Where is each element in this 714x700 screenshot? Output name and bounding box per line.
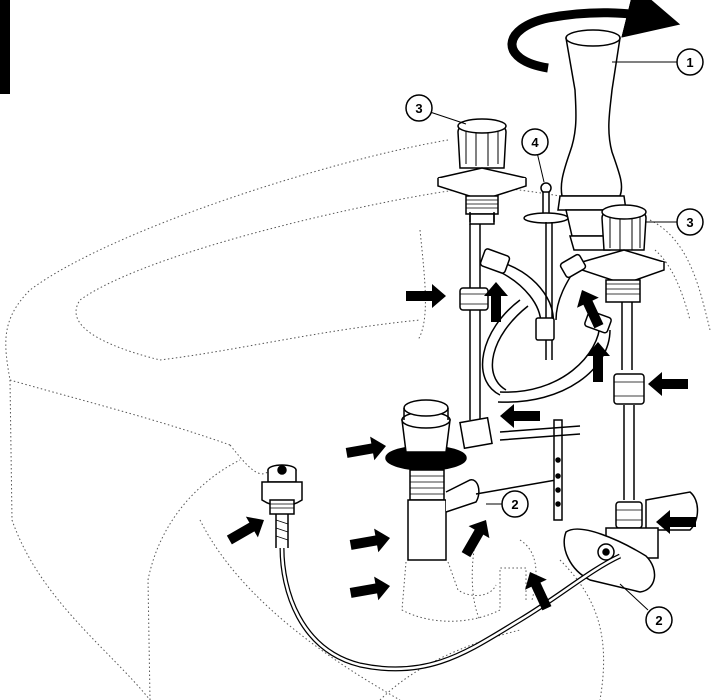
direction-arrow-10 (349, 576, 390, 601)
direction-arrow-9 (349, 528, 390, 553)
p-trap (401, 529, 537, 622)
left-handle-valve (437, 118, 527, 225)
drain-assembly (385, 399, 557, 561)
sprayer-hose (279, 547, 622, 672)
callout-2-drain-label: 2 (511, 497, 518, 512)
direction-arrow-2 (484, 282, 508, 322)
direction-arrow-11 (461, 520, 490, 558)
hose-fittings (479, 248, 612, 341)
callout-1-label: 1 (686, 55, 693, 70)
rotation-arrow (507, 0, 681, 73)
side-supply-fitting (261, 464, 303, 548)
callout-4: 4 (521, 128, 549, 156)
callout-2-valve-label: 2 (655, 613, 662, 628)
direction-arrow-1 (406, 284, 446, 308)
callout-3-right: 3 (676, 208, 704, 236)
direction-arrow-13 (656, 510, 696, 534)
basin-outline (5, 139, 711, 700)
direction-arrow-12 (525, 572, 552, 611)
direction-arrow-4 (577, 290, 604, 329)
callout-4-label: 4 (531, 135, 539, 150)
compression-nuts (459, 287, 645, 529)
flex-hoses (481, 261, 611, 403)
callout-3-left-label: 3 (415, 101, 422, 116)
supply-tubes (469, 212, 635, 500)
direction-arrow-6 (648, 372, 688, 396)
arrow-group (226, 282, 696, 611)
direction-arrow-8 (226, 516, 264, 545)
direction-arrow-3 (500, 404, 540, 428)
callout-3-left: 3 (405, 94, 433, 122)
direction-arrow-5 (586, 342, 610, 382)
right-handle-valve (579, 204, 667, 303)
callout-2-valve: 2 (645, 606, 673, 634)
callout-3-right-label: 3 (686, 215, 693, 230)
sprayer-hose-inner (280, 547, 621, 671)
callout-1: 1 (676, 48, 704, 76)
page-edge-tab (0, 0, 10, 94)
clevis-strap (499, 419, 581, 521)
direction-arrow-7 (345, 436, 386, 461)
callout-2-drain: 2 (501, 490, 529, 518)
